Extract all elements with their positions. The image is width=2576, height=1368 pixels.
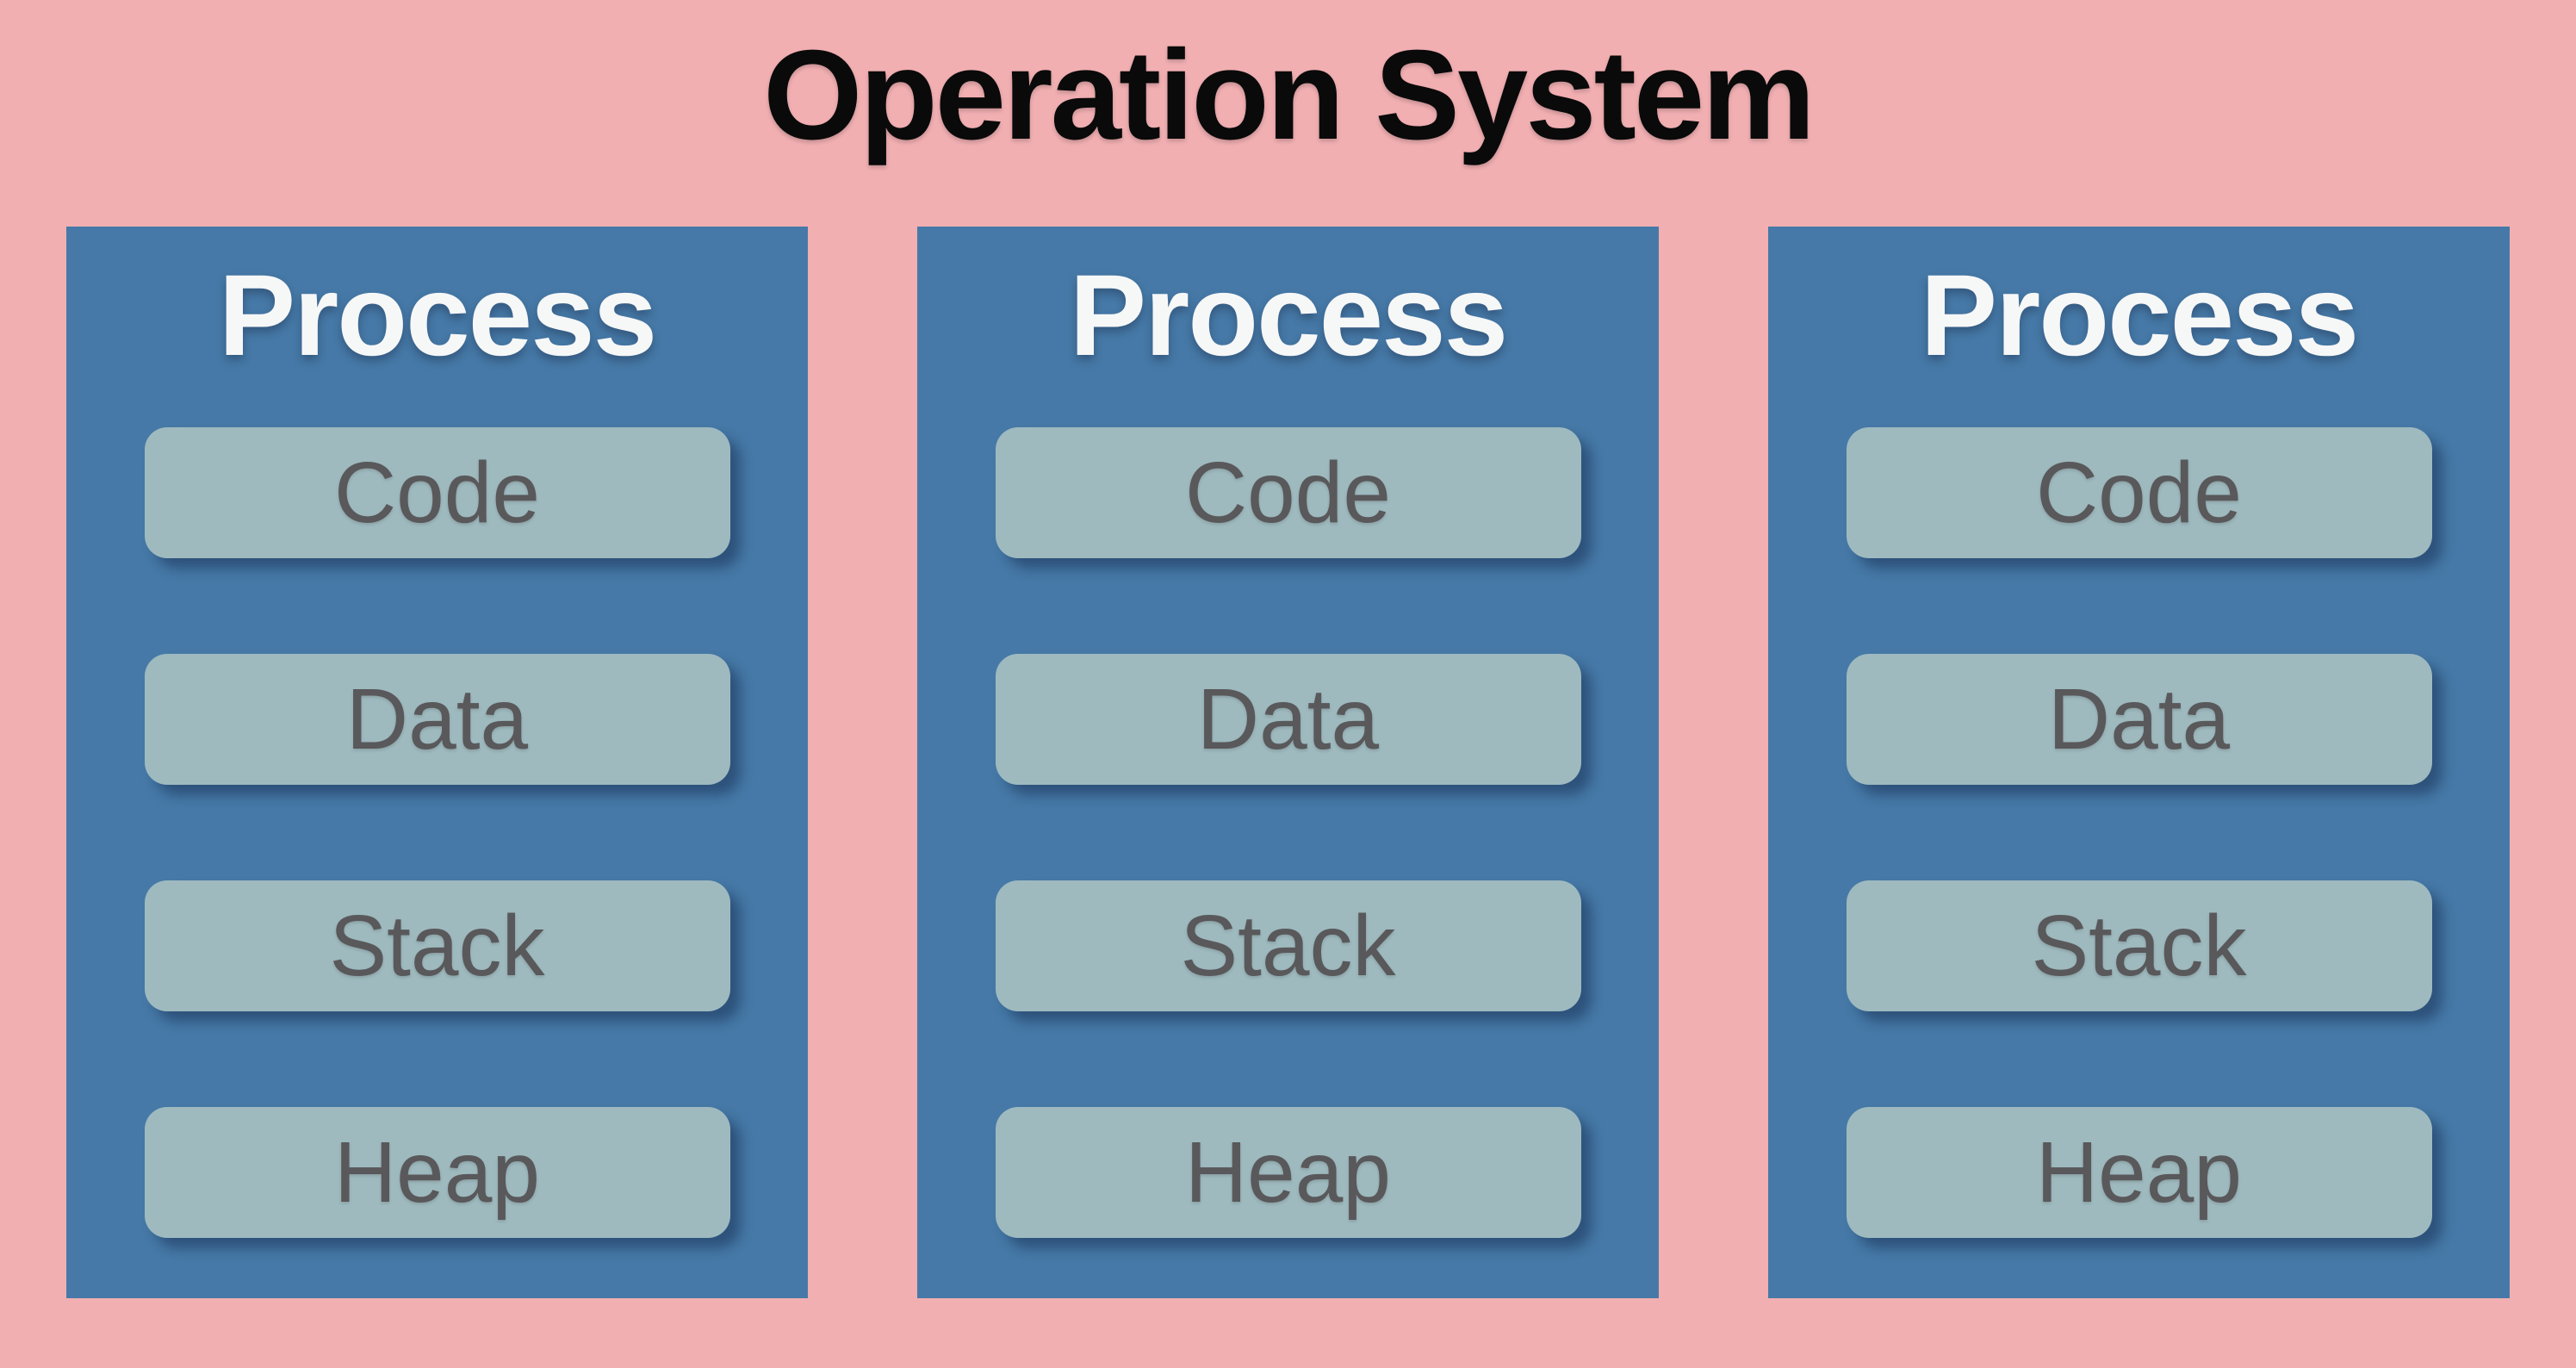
process-box-2: Process Code Data Stack Heap — [917, 227, 1659, 1298]
segment-label-data: Data — [1196, 671, 1380, 768]
memory-segment-code: Code — [995, 427, 1581, 558]
memory-segment-code: Code — [1846, 427, 2432, 558]
segment-label-data: Data — [2047, 671, 2231, 768]
process-box-1: Process Code Data Stack Heap — [66, 227, 808, 1298]
process-title: Process — [1069, 252, 1508, 380]
segment-label-stack: Stack — [329, 898, 545, 994]
process-title: Process — [218, 252, 657, 380]
segment-label-stack: Stack — [1180, 898, 1396, 994]
segment-label-code: Code — [333, 445, 541, 541]
memory-segment-heap: Heap — [995, 1107, 1581, 1238]
segment-label-heap: Heap — [2035, 1124, 2243, 1221]
segment-list: Code Data Stack Heap — [66, 427, 808, 1238]
memory-segment-code: Code — [144, 427, 730, 558]
memory-segment-heap: Heap — [1846, 1107, 2432, 1238]
memory-segment-data: Data — [1846, 654, 2432, 785]
process-title: Process — [1920, 252, 2359, 380]
process-row: Process Code Data Stack Heap Process — [0, 227, 2576, 1298]
memory-segment-stack: Stack — [144, 880, 730, 1011]
segment-label-data: Data — [345, 671, 529, 768]
diagram-title: Operation System — [763, 24, 1816, 166]
segment-label-stack: Stack — [2031, 898, 2247, 994]
segment-label-heap: Heap — [333, 1124, 541, 1221]
memory-segment-heap: Heap — [144, 1107, 730, 1238]
memory-segment-data: Data — [144, 654, 730, 785]
memory-segment-stack: Stack — [995, 880, 1581, 1011]
process-box-3: Process Code Data Stack Heap — [1768, 227, 2510, 1298]
segment-label-code: Code — [2035, 445, 2243, 541]
segment-list: Code Data Stack Heap — [917, 427, 1659, 1238]
memory-segment-stack: Stack — [1846, 880, 2432, 1011]
segment-label-heap: Heap — [1184, 1124, 1392, 1221]
memory-segment-data: Data — [995, 654, 1581, 785]
segment-list: Code Data Stack Heap — [1768, 427, 2510, 1238]
segment-label-code: Code — [1184, 445, 1392, 541]
